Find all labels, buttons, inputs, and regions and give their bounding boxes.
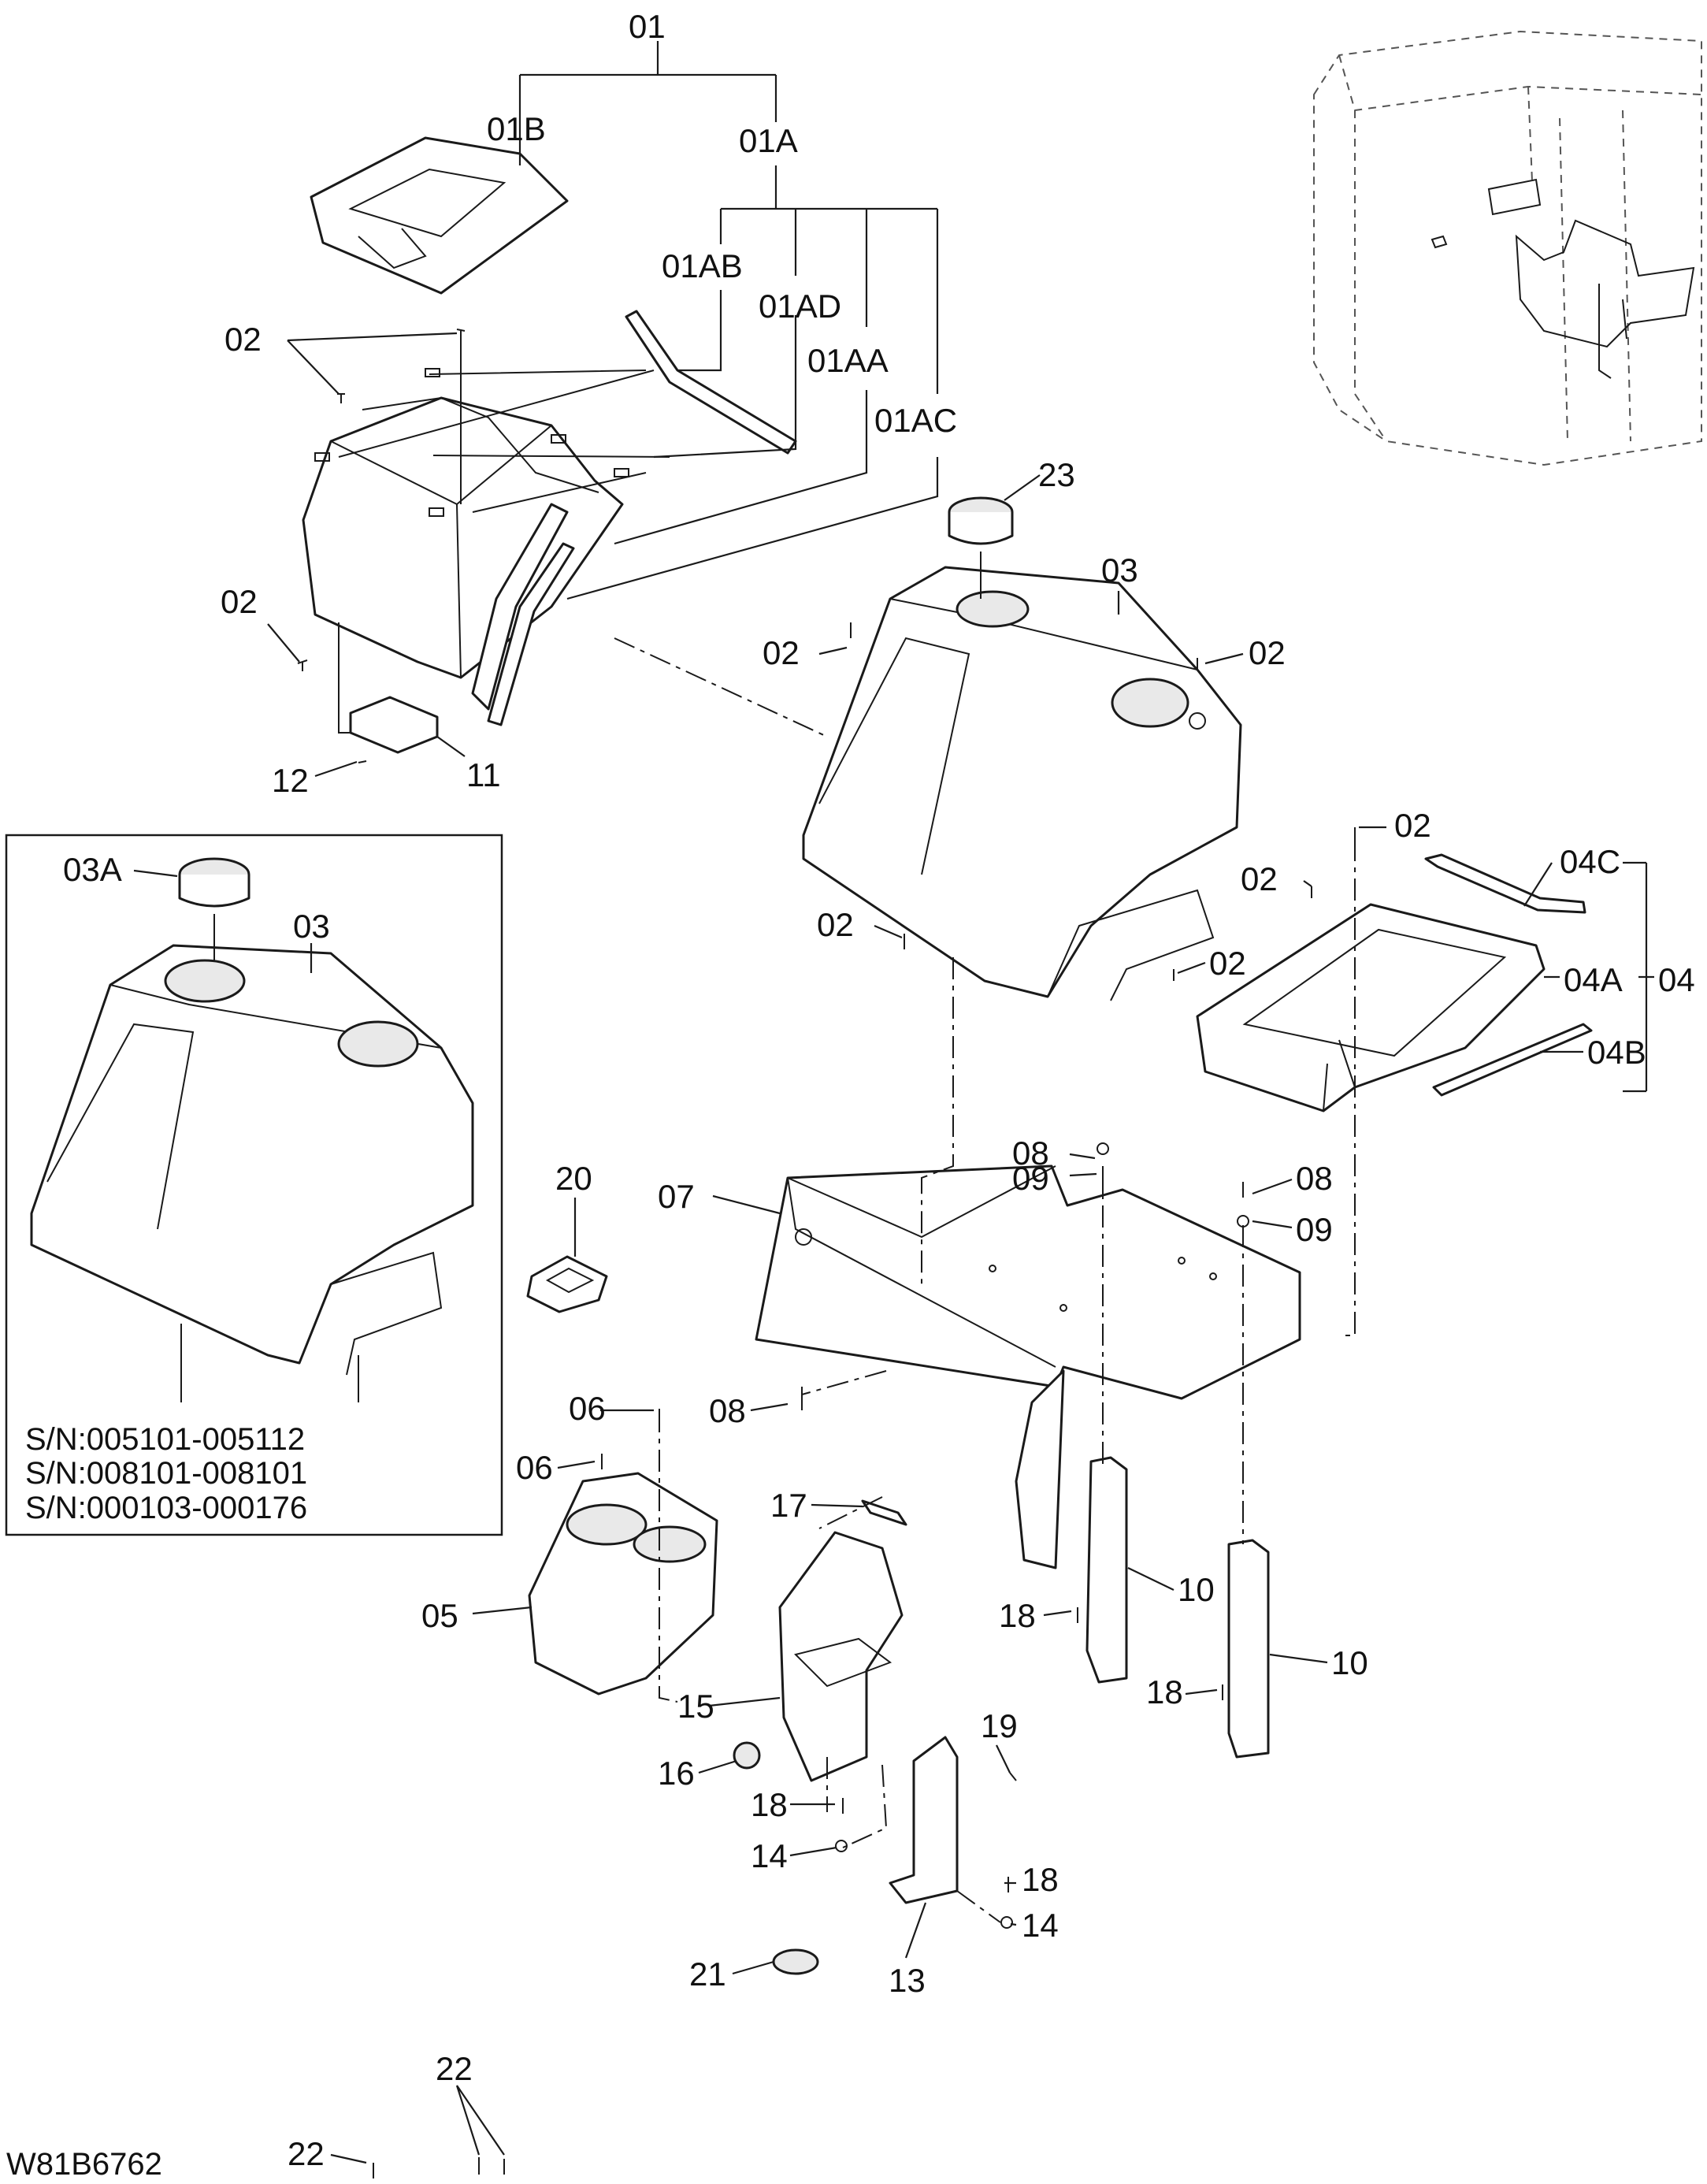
label-04A: 04A <box>1564 961 1623 998</box>
part-16-knob <box>733 1741 761 1770</box>
label-02-top: 02 <box>225 321 262 358</box>
label-18-d: 18 <box>1022 1861 1059 1898</box>
label-01AD: 01AD <box>759 288 841 325</box>
label-22-top: 22 <box>436 2050 473 2087</box>
part-21-plug <box>772 1948 819 1975</box>
label-14-a: 14 <box>751 1837 788 1874</box>
label-01B: 01B <box>487 110 546 147</box>
serial-number-3: S/N:000103-000176 <box>25 1491 307 1525</box>
label-18-b: 18 <box>1146 1673 1183 1710</box>
label-08-bottom: 08 <box>709 1392 746 1429</box>
serial-number-1: S/N:005101-005112 <box>25 1422 305 1457</box>
label-15: 15 <box>677 1688 714 1725</box>
label-16: 16 <box>658 1755 695 1792</box>
label-02-tray-left: 02 <box>1241 860 1278 897</box>
label-01AA: 01AA <box>807 342 889 379</box>
part-07-base-plate <box>755 1164 1301 1569</box>
label-08-top: 08 <box>1012 1135 1049 1172</box>
label-08-right: 08 <box>1296 1160 1333 1197</box>
cab-location-inset <box>1313 30 1702 466</box>
part-10-bracket-right <box>1227 1539 1270 1759</box>
part-01B-lid <box>310 136 569 295</box>
label-01AC: 01AC <box>874 402 957 439</box>
serial-number-2: S/N:008101-008101 <box>25 1456 307 1491</box>
label-02-left: 02 <box>221 583 258 620</box>
label-19: 19 <box>981 1707 1018 1744</box>
part-04B-strip <box>1432 1023 1593 1097</box>
label-13: 13 <box>889 1962 926 1999</box>
label-02-cover-r: 02 <box>1249 634 1286 671</box>
callout-leaders <box>133 41 1654 2164</box>
part-01A-console-body <box>302 396 624 679</box>
label-06-top: 06 <box>569 1390 606 1427</box>
part-04A-tray-body <box>1196 903 1546 1112</box>
variant-inset-panel <box>5 834 503 1536</box>
callout-labels: 01 01B 01A 01AB 01AD 01AA 01AC 02 02 02 … <box>63 8 1695 2172</box>
label-02-cover-br: 02 <box>1209 945 1246 982</box>
label-14-b: 14 <box>1022 1907 1059 1944</box>
label-02-cover-l: 02 <box>763 634 800 671</box>
part-01AC-strip <box>471 503 569 711</box>
label-09-right: 09 <box>1296 1211 1333 1248</box>
label-02-cover-bl: 02 <box>817 906 854 943</box>
label-01A: 01A <box>739 122 798 159</box>
label-10-left: 10 <box>1178 1571 1215 1608</box>
serial-number-list: S/N:005101-005112 S/N:008101-008101 S/N:… <box>25 1422 307 1525</box>
label-09-top: 09 <box>1012 1160 1049 1197</box>
label-05: 05 <box>421 1597 458 1634</box>
part-01AB-strip <box>625 310 797 455</box>
label-01: 01 <box>629 8 666 45</box>
label-04B: 04B <box>1587 1034 1646 1071</box>
part-04-tray <box>1196 853 1593 1112</box>
label-23: 23 <box>1038 456 1075 493</box>
label-12: 12 <box>272 762 309 799</box>
part-17-clip <box>861 1499 907 1526</box>
label-11: 11 <box>466 756 501 793</box>
drawing-code: W81B6762 <box>6 2147 162 2182</box>
part-03-main-cover <box>802 496 1242 1001</box>
part-10-bracket-left <box>1085 1456 1128 1684</box>
label-04C: 04C <box>1560 843 1620 880</box>
label-02-tray-top: 02 <box>1394 807 1431 844</box>
label-22-bottom: 22 <box>288 2135 325 2172</box>
label-10-right: 10 <box>1331 1644 1368 1681</box>
label-18-c: 18 <box>751 1786 788 1823</box>
label-03A-inset: 03A <box>63 851 122 888</box>
part-15-mount-bracket <box>733 1531 904 1782</box>
fasteners <box>373 622 1356 2178</box>
label-21: 21 <box>689 1956 726 1993</box>
part-05-cup-holder <box>528 1472 718 1696</box>
label-04: 04 <box>1658 961 1695 998</box>
label-06-bottom: 06 <box>516 1449 553 1486</box>
label-20: 20 <box>555 1160 592 1197</box>
label-17: 17 <box>770 1487 807 1524</box>
label-01AB: 01AB <box>662 247 743 284</box>
assembly-lines <box>614 637 1356 1923</box>
part-20-switch <box>526 1255 608 1313</box>
label-18-a: 18 <box>999 1597 1036 1634</box>
label-07: 07 <box>658 1178 695 1215</box>
part-04C-strip <box>1424 853 1586 914</box>
part-11-bracket <box>349 696 439 754</box>
label-03-main: 03 <box>1101 552 1138 589</box>
part-13-bracket <box>889 1736 959 1904</box>
label-03-inset: 03 <box>293 908 330 945</box>
